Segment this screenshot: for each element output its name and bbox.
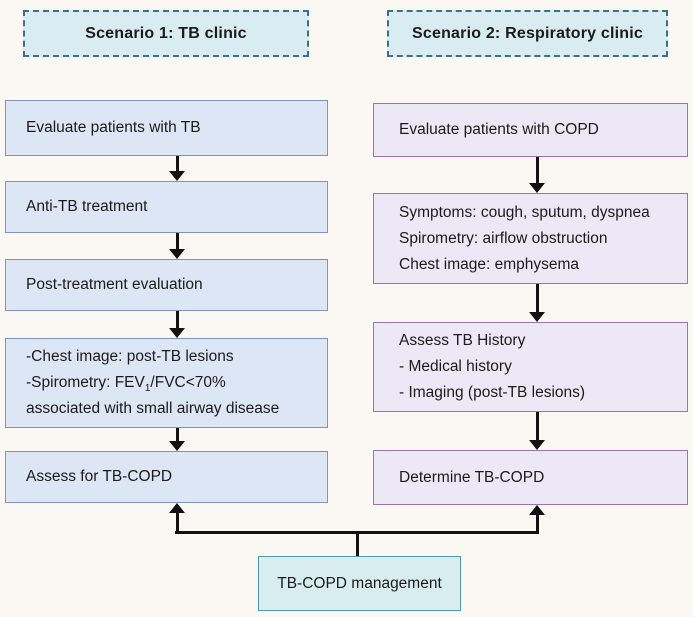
flow-box-line: Symptoms: cough, sputum, dyspnea — [399, 203, 650, 221]
flow-box-line: Chest image: emphysema — [399, 255, 580, 273]
arrow-stem — [535, 157, 539, 185]
scenario1-header-box: Scenario 1: TB clinic — [23, 10, 309, 57]
flow-box-evaluate-tb: Evaluate patients with TB — [5, 100, 328, 156]
arrow-down-icon — [169, 428, 185, 451]
arrow-stem — [175, 511, 179, 533]
flow-box-post-treatment-evaluation: Post-treatment evaluation — [5, 259, 328, 311]
flow-box-label: Evaluate patients with COPD — [399, 121, 599, 138]
arrow-down-icon — [529, 412, 545, 450]
flow-box-evaluate-copd: Evaluate patients with COPD — [373, 103, 688, 157]
flow-box-assess-for-tb-copd: Assess for TB-COPD — [5, 451, 328, 503]
arrow-head — [169, 328, 185, 338]
flow-box-determine-tb-copd: Determine TB-COPD — [373, 450, 688, 505]
flow-box-label: Anti-TB treatment — [26, 198, 148, 215]
scenario1-header-label: Scenario 1: TB clinic — [85, 24, 247, 42]
flow-box-line: - Medical history — [399, 358, 512, 375]
arrow-down-icon — [169, 156, 185, 181]
arrow-head — [529, 183, 545, 193]
arrow-stem — [535, 284, 539, 314]
arrow-up-icon — [169, 503, 185, 533]
arrow-down-icon — [169, 311, 185, 338]
arrow-stem — [175, 428, 179, 443]
scenario2-header-label: Scenario 2: Respiratory clinic — [412, 24, 643, 42]
arrow-up-icon — [529, 505, 545, 533]
flow-box-label: Assess for TB-COPD — [26, 468, 173, 485]
arrow-down-icon — [169, 233, 185, 259]
arrow-stem — [175, 311, 179, 330]
arrow-head — [169, 171, 185, 181]
flow-box-label: Post-treatment evaluation — [26, 276, 203, 293]
arrow-stem — [535, 412, 539, 442]
flow-box-anti-tb-treatment: Anti-TB treatment — [5, 181, 328, 233]
arrow-stem — [175, 156, 179, 173]
arrow-down-icon — [529, 284, 545, 322]
flow-box-line: Spirometry: airflow obstruction — [399, 229, 608, 247]
flow-box-symptoms-spirometry-chest: Symptoms: cough, sputum, dyspnea Spirome… — [373, 193, 688, 284]
flow-box-label: Determine TB-COPD — [399, 468, 545, 486]
flow-box-line: -Spirometry: FEV1/FVC<70% — [26, 370, 319, 396]
arrow-head — [169, 441, 185, 451]
fev-subscript: 1 — [144, 383, 151, 395]
flow-box-assess-tb-history: Assess TB History - Medical history - Im… — [373, 322, 688, 412]
flow-box-line: -Chest image: post-TB lesions — [26, 348, 234, 365]
flow-box-line: associated with small airway disease — [26, 400, 280, 417]
arrow-down-icon — [529, 157, 545, 193]
arrow-head — [169, 249, 185, 259]
arrow-head — [529, 312, 545, 322]
scenario2-header-box: Scenario 2: Respiratory clinic — [387, 10, 668, 57]
flow-box-label: Evaluate patients with TB — [26, 119, 201, 136]
flow-box-tb-copd-management: TB-COPD management — [258, 556, 461, 611]
connector-center-stem — [356, 531, 359, 556]
flow-box-line: - Imaging (post-TB lesions) — [399, 384, 586, 401]
arrow-stem — [175, 233, 179, 251]
management-label: TB-COPD management — [277, 574, 442, 592]
spirometry-text-post: /FVC<70% — [150, 374, 226, 391]
flow-box-line: Assess TB History — [399, 332, 526, 349]
arrow-head — [169, 503, 185, 513]
arrow-stem — [535, 513, 539, 533]
spirometry-text-pre: -Spirometry: FEV — [26, 374, 145, 391]
flow-box-chest-image-spirometry: -Chest image: post-TB lesions -Spirometr… — [5, 338, 328, 428]
arrow-head — [529, 505, 545, 515]
arrow-head — [529, 440, 545, 450]
